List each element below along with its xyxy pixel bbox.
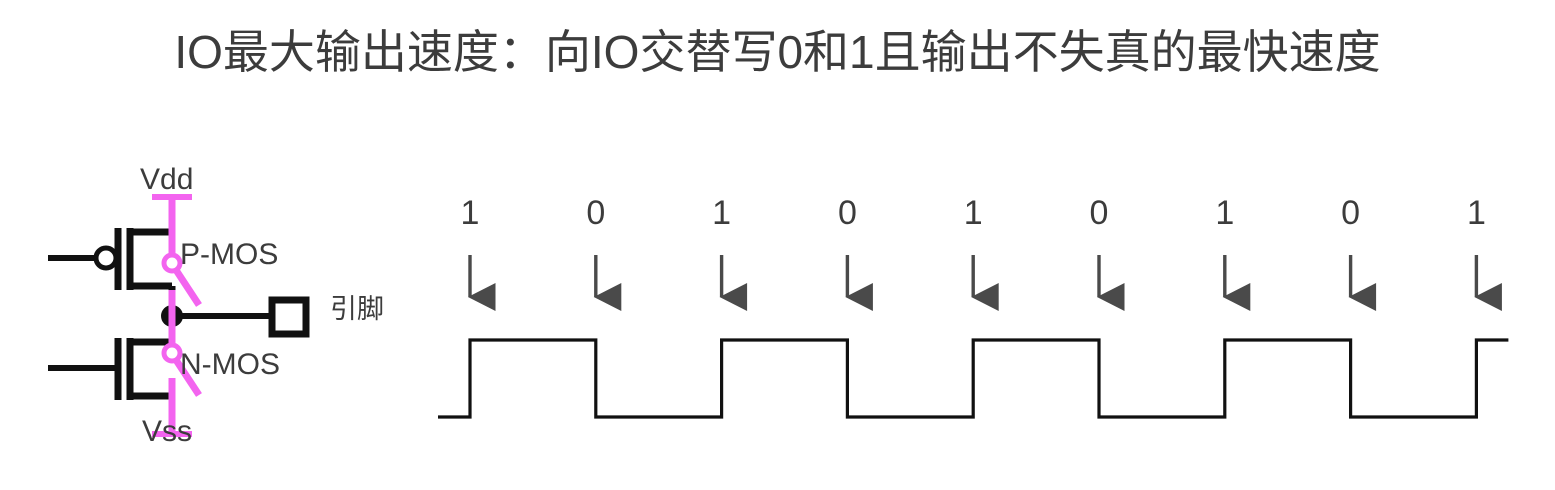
bit-label: 1 (712, 194, 731, 232)
page-title: IO最大输出速度：向IO交替写0和1且输出不失真的最快速度 (174, 26, 1381, 78)
bit-label: 1 (1215, 194, 1234, 232)
output-node-and-pin (161, 296, 310, 338)
pmos-transistor-symbol (48, 202, 176, 312)
cmos-circuit-diagram (0, 140, 430, 470)
bit-label: 1 (461, 194, 480, 232)
bit-label: 0 (838, 194, 857, 232)
pin-label: 引脚 (330, 294, 384, 324)
nmos-switch-lever (173, 358, 202, 397)
bit-label: 0 (1341, 194, 1360, 232)
pmos-switch-pivot (161, 252, 183, 274)
bit-label-group: 1 0 1 0 1 0 1 0 1 (461, 194, 1486, 232)
circuit-svg (48, 194, 310, 437)
bit-label: 0 (586, 194, 605, 232)
bit-label: 1 (1467, 194, 1486, 232)
waveform-svg: 1 0 1 0 1 0 1 0 1 (438, 194, 1509, 419)
nmos-switch-pivot (161, 342, 183, 364)
write-arrow-group (467, 255, 1502, 311)
waveform-panel: 1 0 1 0 1 0 1 0 1 (430, 140, 1555, 470)
bit-label: 1 (964, 194, 983, 232)
nmos-transistor-symbol (48, 320, 176, 420)
bit-label: 0 (1090, 194, 1109, 232)
nmos-label: N-MOS (180, 348, 280, 381)
pmos-label: P-MOS (180, 238, 279, 271)
square-wave-trace (438, 338, 1509, 419)
vss-label: Vss (142, 415, 193, 448)
pmos-switch-lever (173, 268, 202, 307)
switch-overlay-highlight (152, 194, 202, 437)
vdd-label: Vdd (140, 163, 194, 196)
pin-pad-square (268, 296, 310, 338)
